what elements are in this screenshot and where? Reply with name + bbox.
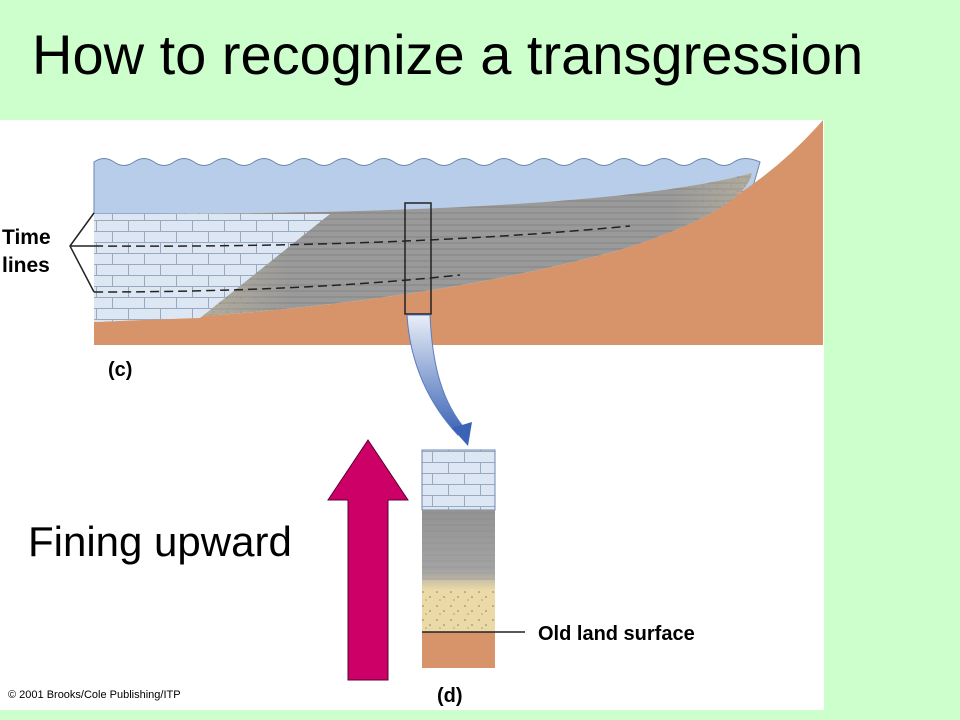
fining-upward-label: Fining upward — [28, 518, 292, 565]
column-sand — [422, 590, 495, 632]
panel-c-label: (c) — [108, 359, 132, 381]
column-land — [422, 632, 495, 668]
time-lines-label-line2: lines — [2, 254, 50, 277]
limestone-layer — [94, 214, 330, 322]
time-lines-label-line1: Time — [2, 226, 51, 249]
mud-layer — [94, 173, 752, 322]
curved-arrow-head — [452, 422, 472, 446]
time-line-upper — [93, 225, 631, 247]
fining-upward-arrow — [327, 439, 409, 681]
time-line-lower — [93, 274, 461, 293]
column-mud-texture — [422, 510, 495, 580]
panel-d-label: (d) — [437, 685, 463, 707]
column-extraction-arrow — [406, 314, 472, 446]
sample-column-outline — [404, 202, 432, 315]
copyright-credit: © 2001 Brooks/Cole Publishing/ITP — [8, 689, 181, 701]
old-land-surface-slope — [94, 120, 823, 345]
cross-section-c — [69, 120, 823, 345]
time-lines-bracket — [69, 212, 95, 293]
column-limestone — [421, 449, 496, 511]
slide-title: How to recognize a transgression — [32, 23, 864, 86]
stratigraphic-column-d — [421, 449, 525, 668]
old-land-surface-label: Old land surface — [538, 623, 695, 645]
